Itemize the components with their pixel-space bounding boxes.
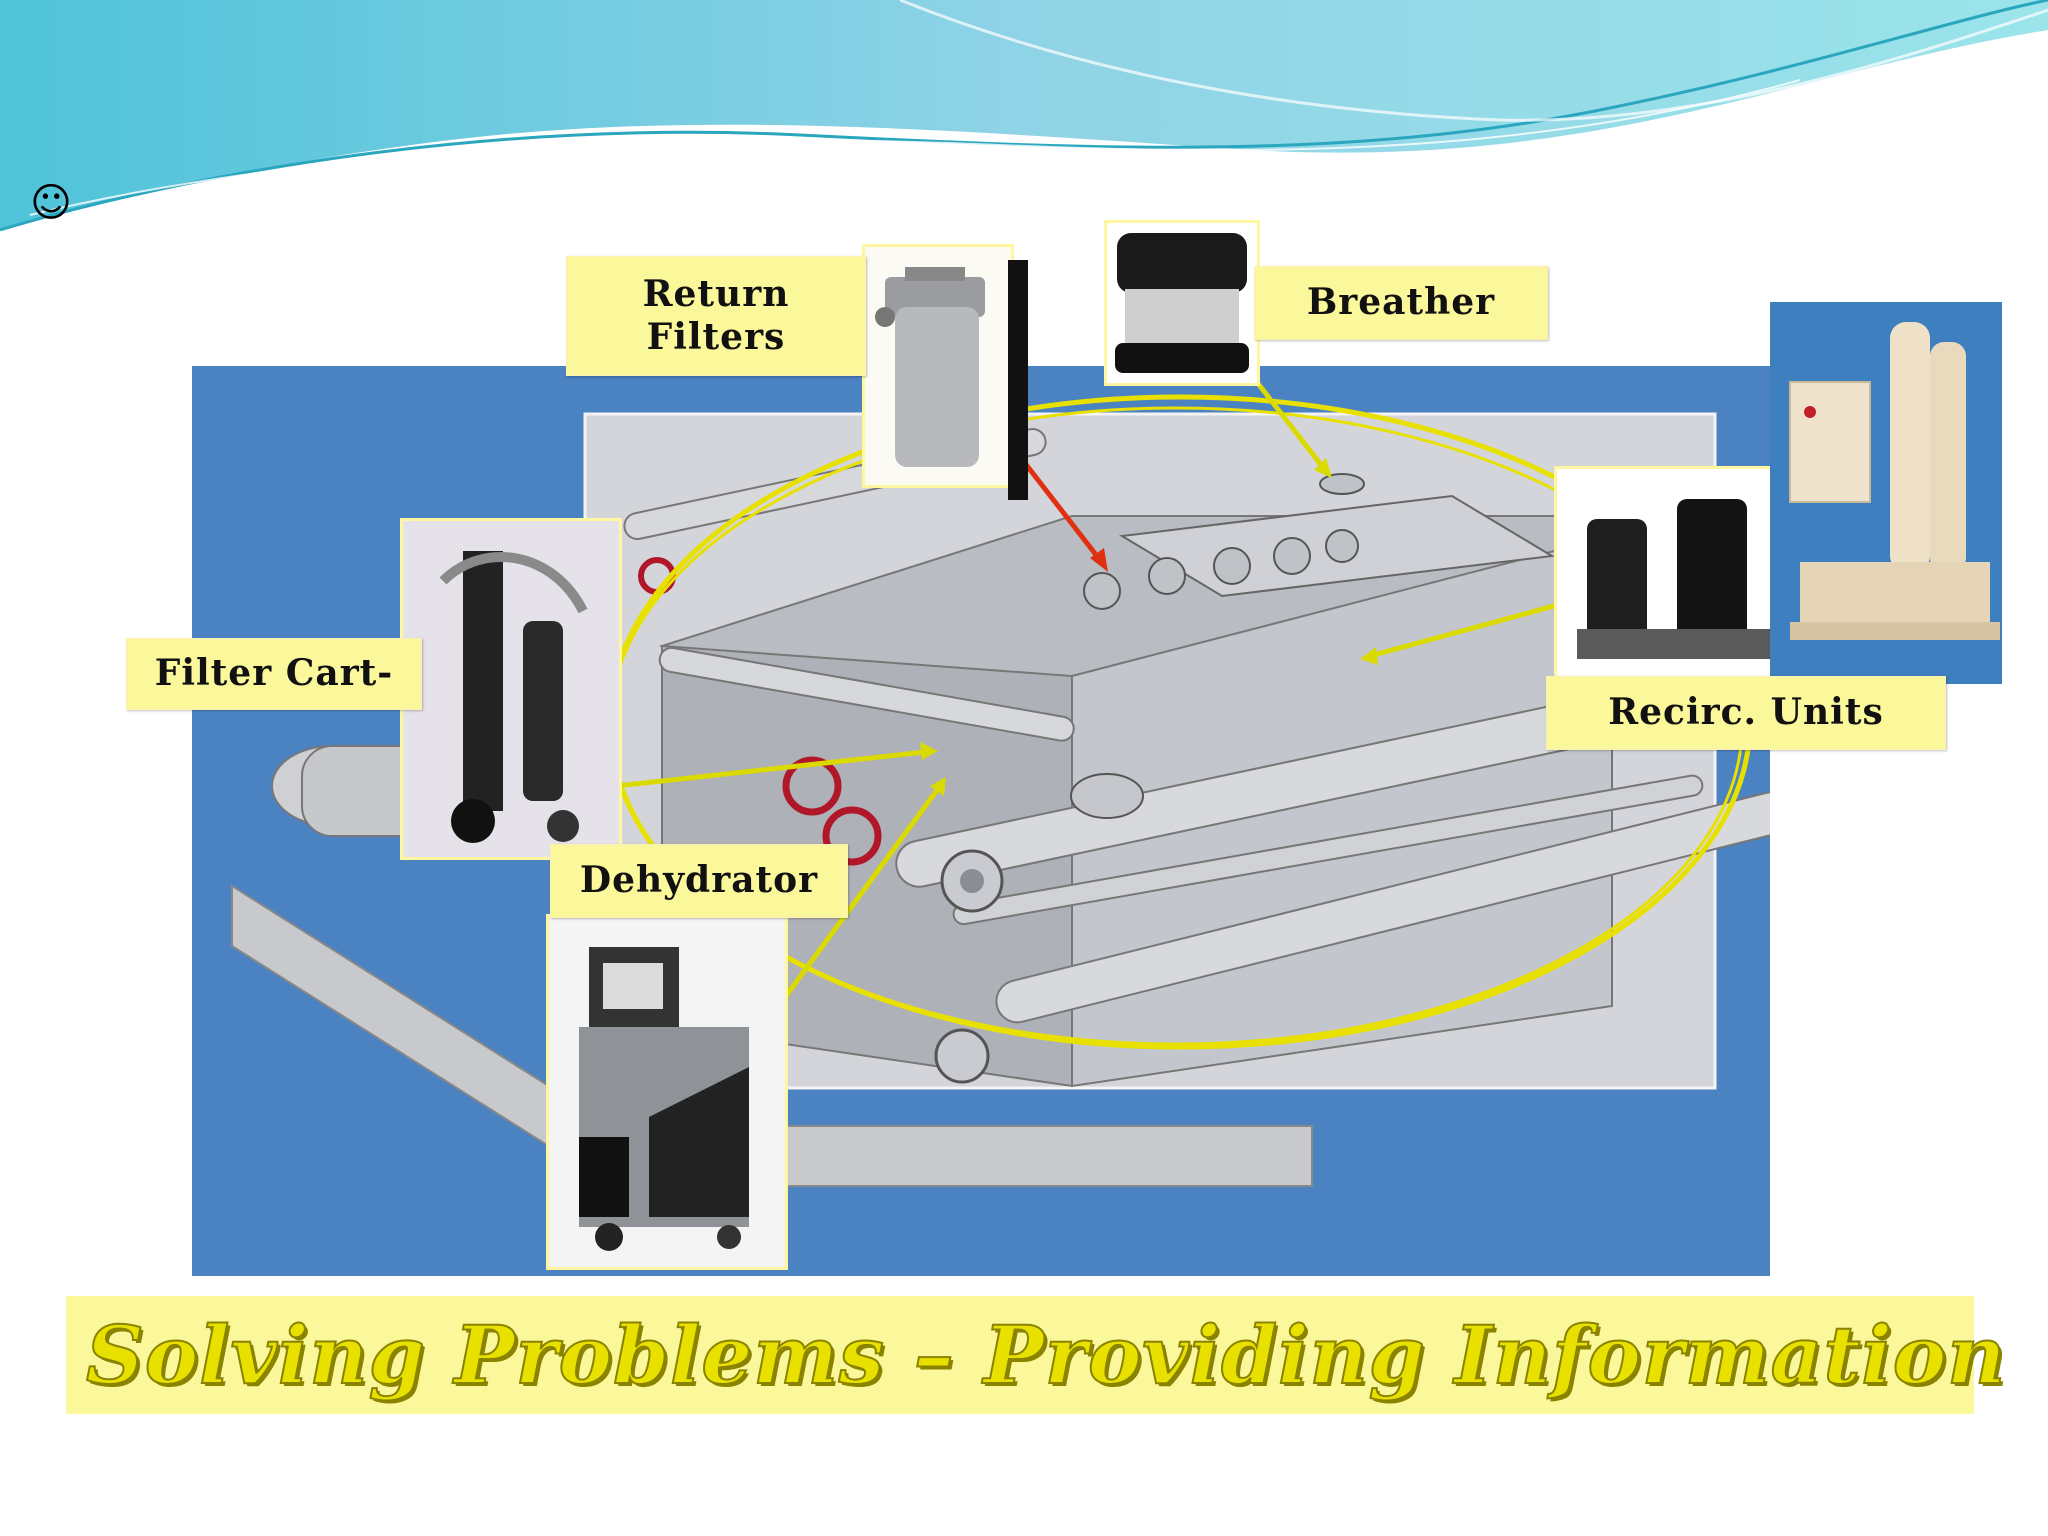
reservoir-illustration xyxy=(231,412,1770,1187)
dehydrator-photo xyxy=(546,914,788,1270)
label-return-filters: Return Filters xyxy=(566,256,866,376)
breather-photo xyxy=(1104,220,1260,386)
return-filter-shadow xyxy=(1008,260,1028,500)
filter-cart-photo xyxy=(400,518,622,860)
title-banner: Solving Problems – Providing Information xyxy=(66,1296,2006,1414)
slide-title: Solving Problems – Providing Information xyxy=(85,1307,2007,1403)
label-recirc-units: Recirc. Units xyxy=(1546,676,1946,750)
return-filter-photo xyxy=(862,244,1014,488)
recirc-cabinet-photo xyxy=(1770,302,2002,684)
label-breather: Breather xyxy=(1254,266,1548,340)
header-wave xyxy=(0,0,2048,232)
label-filter-cart: Filter Cart- xyxy=(126,638,422,710)
label-dehydrator: Dehydrator xyxy=(550,844,848,918)
smiley-icon: ☺ xyxy=(30,180,72,226)
recirc-unit-photo xyxy=(1554,466,1796,682)
